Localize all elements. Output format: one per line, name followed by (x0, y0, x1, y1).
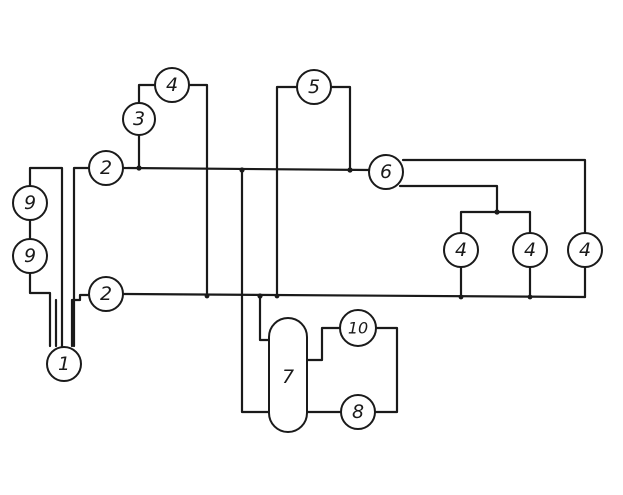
junction-dot (274, 293, 280, 299)
node-4-top: 4 (154, 67, 190, 103)
node-3-circle (122, 102, 156, 136)
wire-lower-bus (121, 292, 587, 299)
node-10-circle (339, 309, 377, 347)
wire-vessel-to-10 (305, 326, 342, 362)
wires (28, 83, 587, 414)
node-label: 9 (24, 245, 36, 267)
node-4-left-circle (443, 232, 479, 268)
junction-dot (494, 209, 500, 215)
node-label: 4 (166, 74, 178, 96)
wire-left-9-loop (28, 166, 64, 348)
wire-upper-bus (121, 166, 372, 172)
node-8: 8 (340, 394, 376, 430)
wire-6-to-branch (398, 184, 499, 214)
junction-dot (527, 294, 533, 300)
wire-4s-to-lower-bus (459, 265, 587, 299)
vessel-7: 7 (268, 317, 308, 433)
node-5-circle (296, 69, 332, 105)
node-3: 3 (122, 102, 156, 136)
wire-left-upper-2 (72, 166, 91, 348)
node-4-middle: 4 (512, 232, 548, 268)
junction-dot (239, 167, 245, 173)
node-4-right: 4 (567, 232, 603, 268)
node-label: 4 (579, 239, 591, 261)
node-label: 10 (348, 319, 368, 338)
node-label: 1 (58, 353, 70, 375)
junction-dot (257, 293, 263, 299)
node-10: 10 (339, 309, 377, 347)
node-label: 6 (380, 161, 392, 183)
node-label: 2 (100, 157, 112, 179)
node-4-middle-circle (512, 232, 548, 268)
node-4-left: 4 (443, 232, 479, 268)
junctions (136, 165, 533, 300)
node-2-lower: 2 (88, 276, 124, 312)
wire-loop-3-4 (137, 83, 209, 299)
junction-dot (204, 293, 210, 299)
node-1: 1 (46, 346, 82, 382)
node-9-lower-circle (12, 238, 48, 274)
node-label: 5 (308, 76, 320, 98)
node-9-lower: 9 (12, 238, 48, 274)
node-8-circle (340, 394, 376, 430)
wire-loop-5 (275, 85, 352, 299)
node-6: 6 (368, 154, 404, 190)
node-5: 5 (296, 69, 332, 105)
node-9-upper: 9 (12, 185, 48, 221)
node-label: 9 (24, 192, 36, 214)
junction-dot (136, 165, 142, 171)
node-2-lower-circle (88, 276, 124, 312)
wire-branch-split (459, 210, 532, 235)
vessel-7-body (268, 317, 308, 433)
wire-9-lower (28, 270, 52, 348)
node-label: 3 (133, 108, 145, 130)
node-6-circle (368, 154, 404, 190)
junction-dot (458, 294, 464, 300)
node-4-top-circle (154, 67, 190, 103)
node-2-upper: 2 (88, 150, 124, 186)
wire-lower-to-vessel (258, 294, 271, 342)
node-4-right-circle (567, 232, 603, 268)
junction-dot (347, 167, 353, 173)
node-label: 2 (100, 283, 112, 305)
node-2-upper-circle (88, 150, 124, 186)
node-label: 8 (352, 401, 364, 423)
node-9-upper-circle (12, 185, 48, 221)
node-label: 7 (282, 366, 294, 388)
node-label: 4 (455, 239, 467, 261)
wire-6-to-right-4 (401, 158, 587, 234)
wire-left-lower-2 (70, 293, 91, 348)
wire-to-vessel-bottom (240, 168, 271, 414)
wire-10-to-8 (373, 326, 399, 414)
node-label: 4 (524, 239, 536, 261)
node-1-circle (46, 346, 82, 382)
